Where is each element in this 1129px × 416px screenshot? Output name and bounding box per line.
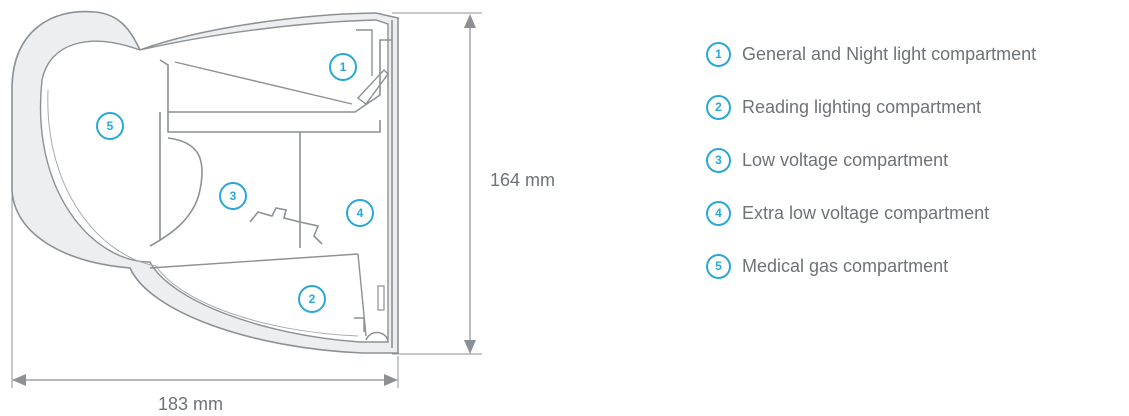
legend-item-4: 4 Extra low voltage compartment [706,197,1036,229]
side-connector [377,285,385,311]
top-diffuser-line [174,61,353,105]
legend-label: Medical gas compartment [742,255,949,276]
width-arrow-right [384,374,398,386]
svg-text:4: 4 [357,206,364,220]
height-arrow-top [464,14,476,28]
legend-number-badge: 4 [706,200,731,226]
top-clip [356,29,389,105]
cover-inner-contour [47,89,359,337]
legend-number-badge: 1 [706,41,731,67]
svg-text:2: 2 [309,292,316,306]
bottom-compartment-wall [354,253,367,337]
compartment-legend: 1 General and Night light compartment 2 … [706,38,1036,303]
svg-text:1: 1 [340,60,347,74]
legend-item-5: 5 Medical gas compartment [706,250,1036,282]
top-compartment-outline [159,39,392,113]
legend-number-badge: 2 [706,94,731,120]
svg-text:3: 3 [230,189,237,203]
svg-text:5: 5 [107,119,114,133]
legend-number-badge: 3 [706,147,731,173]
legend-label: General and Night light compartment [742,43,1037,64]
marker-3: 3 [219,182,247,210]
legend-item-3: 3 Low voltage compartment [706,144,1036,176]
marker-2: 2 [298,285,326,313]
width-label: 183 mm [158,394,223,414]
central-spine [159,112,381,248]
legend-label: Reading lighting compartment [742,96,982,117]
height-arrow-bottom [464,340,476,354]
legend-label: Low voltage compartment [742,149,949,170]
din-rail-component [249,207,323,245]
bottom-clip [365,331,389,341]
profile-inner-cavity [39,19,389,343]
legend-item-2: 2 Reading lighting compartment [706,91,1036,123]
profile-cross-section-diagram: 164 mm 183 mm 1 2 3 4 5 [11,10,555,414]
legend-item-1: 1 General and Night light compartment [706,38,1036,70]
legend-number-badge: 5 [706,253,731,279]
legend-label: Extra low voltage compartment [742,202,990,223]
medical-gas-hook [149,137,203,247]
marker-5: 5 [96,112,124,140]
marker-1: 1 [329,53,357,81]
marker-4: 4 [346,199,374,227]
height-label: 164 mm [490,170,555,190]
bottom-diffuser-line [149,253,359,269]
width-arrow-left [12,374,26,386]
